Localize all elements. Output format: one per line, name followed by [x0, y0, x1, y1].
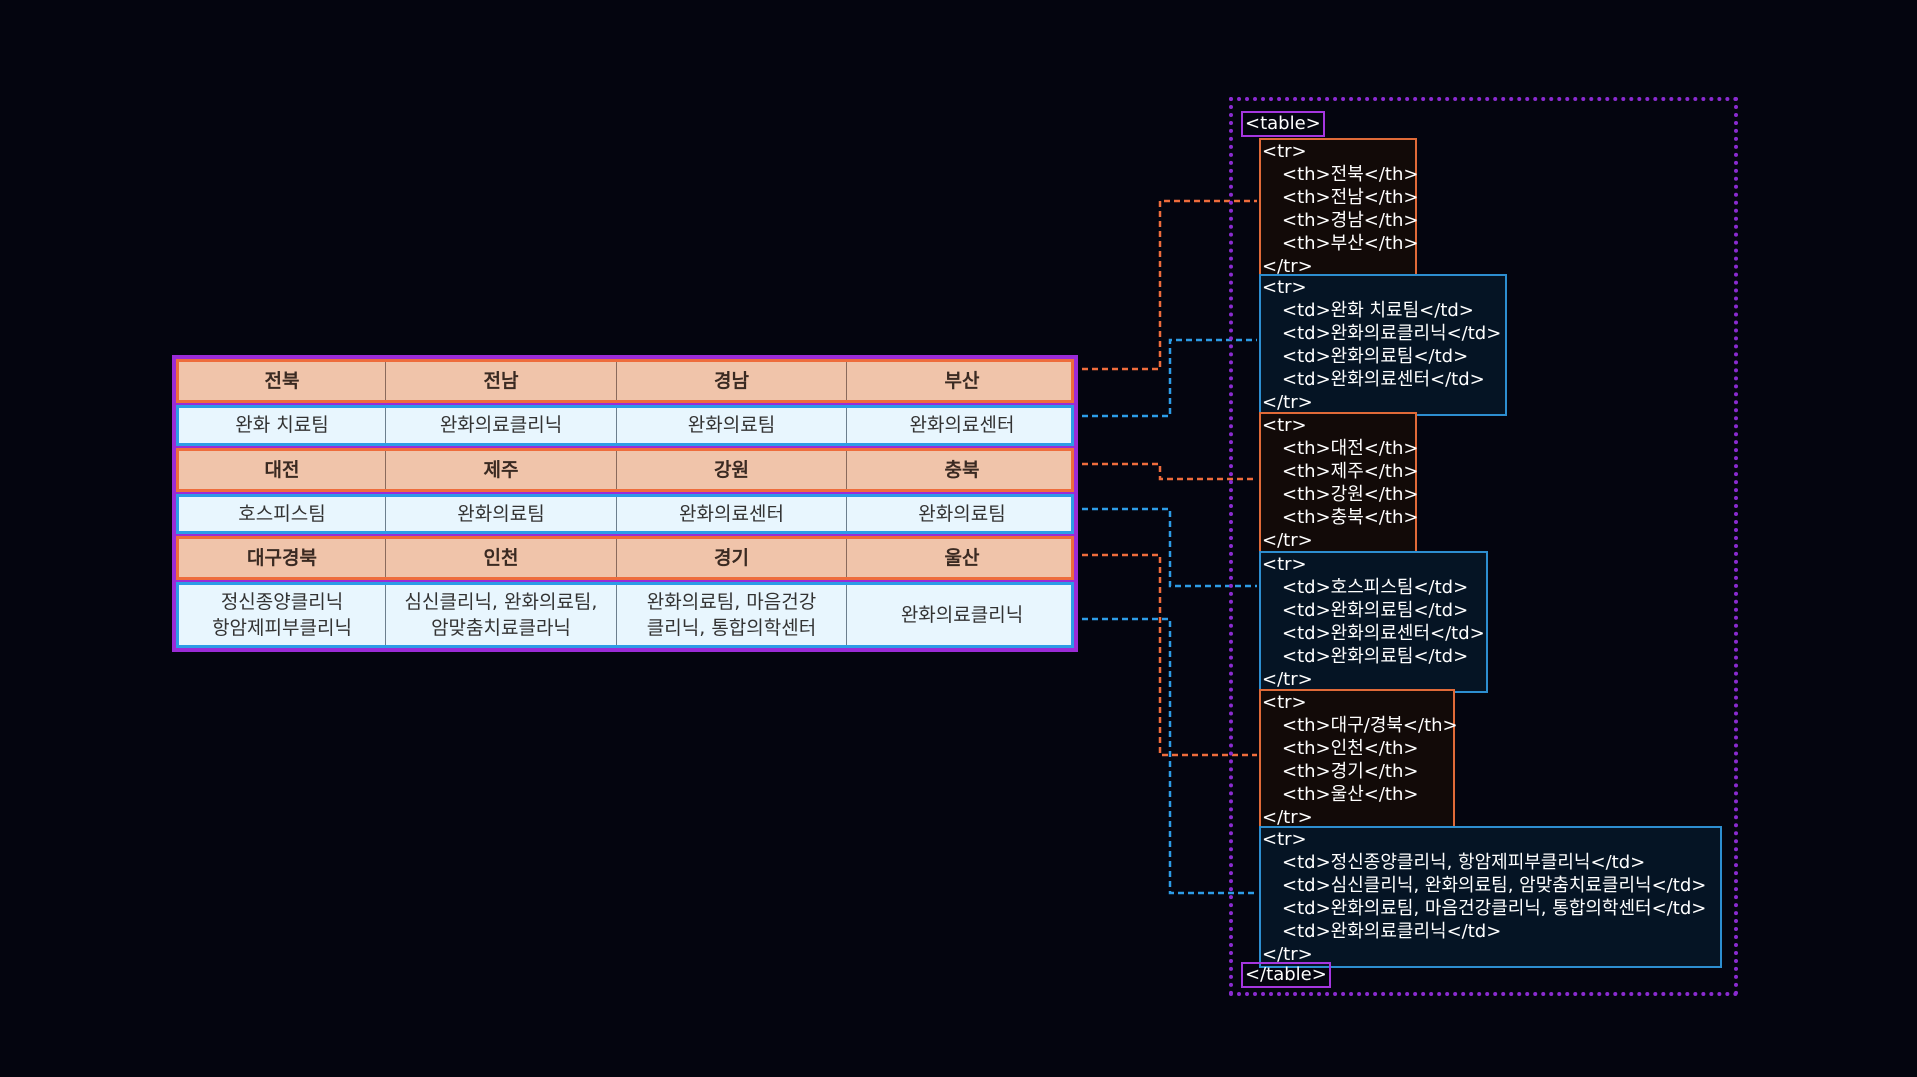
table-header-cell: 전남 [385, 362, 616, 400]
code-line: <td>호스피스팀</td> [1282, 577, 1469, 598]
code-line: <td>완화 치료팀</td> [1282, 300, 1474, 321]
code-line: <td>완화의료팀</td> [1282, 346, 1469, 367]
code-line: <th>경기</th> [1282, 761, 1419, 782]
code-line: <th>대전</th> [1282, 438, 1419, 459]
code-line: <td>완화의료팀, 마음건강클리닉, 통합의학센터</td> [1282, 898, 1707, 919]
table-data-cell: 완화의료클리닉 [385, 407, 616, 443]
code-line: <td>완화의료클리닉</td> [1282, 323, 1502, 344]
table-header-cell: 강원 [616, 450, 846, 489]
table-header-cell: 부산 [846, 362, 1077, 400]
table-header-cell: 경기 [616, 539, 846, 578]
table-data-cell: 호스피스팀 [238, 502, 326, 525]
code-line: </tr> [1262, 807, 1313, 828]
table-data-cell: 완화의료센터 [846, 407, 1077, 443]
table-open-tag: <table> [1241, 111, 1325, 137]
table-header-cell: 전북 [264, 369, 300, 392]
table-header-cell: 울산 [846, 539, 1077, 578]
code-line: </tr> [1262, 669, 1313, 690]
table-header-cell: 대구경북 [247, 547, 317, 570]
table-data-cell: 완화 치료팀 [235, 414, 329, 437]
code-line: <tr> [1262, 554, 1307, 575]
code-data-row-block: <tr><td>호스피스팀</td><td>완화의료팀</td><td>완화의료… [1259, 551, 1488, 693]
table-data-cell: 완화의료팀 [385, 496, 616, 532]
table-header-cell: 제주 [385, 450, 616, 489]
connector-line [1082, 507, 1257, 588]
table-data-cell: 완화의료팀, 마음건강 클리닉, 통합의학센터 [616, 585, 846, 645]
table-header-cell: 대전 [264, 458, 300, 481]
code-line: <tr> [1262, 829, 1307, 850]
connector-line [1082, 199, 1257, 371]
table-data-cell: 완화의료클리닉 [846, 585, 1077, 645]
html-code-panel [1229, 97, 1738, 996]
code-line: </tr> [1262, 392, 1313, 413]
table-data-cell: 정신종양클리닉 항암제피부클리닉 [212, 591, 352, 640]
code-line: <th>전북</th> [1282, 164, 1419, 185]
code-data-row-block: <tr><td>정신종양클리닉, 항암제피부클리닉</td><td>심신클리닉,… [1259, 826, 1722, 968]
code-line: <td>완화의료센터</td> [1282, 623, 1485, 644]
code-line: <td>완화의료센터</td> [1282, 369, 1485, 390]
table-close-tag: </table> [1241, 962, 1331, 988]
code-line: </tr> [1262, 256, 1313, 277]
table-header-cell: 충북 [846, 450, 1077, 489]
code-line: <th>전남</th> [1282, 187, 1419, 208]
code-line: <td>완화의료팀</td> [1282, 600, 1469, 621]
code-line: </tr> [1262, 944, 1313, 965]
table-data-cell: 심신클리닉, 완화의료팀, 암맞춤치료클라닉 [385, 585, 616, 645]
code-line: <th>부산</th> [1282, 233, 1419, 254]
code-line: <tr> [1262, 692, 1307, 713]
table-header-cell: 경남 [616, 362, 846, 400]
code-line: <th>인천</th> [1282, 738, 1419, 759]
table-data-cell: 완화의료센터 [616, 496, 846, 532]
code-line: <th>충북</th> [1282, 507, 1419, 528]
connector-line [1082, 462, 1257, 481]
code-line: <th>강원</th> [1282, 484, 1419, 505]
code-header-row-block: <tr><th>대전</th><th>제주</th><th>강원</th><th… [1259, 412, 1419, 554]
code-data-row-block: <tr><td>완화 치료팀</td><td>완화의료클리닉</td><td>완… [1259, 274, 1507, 416]
code-line: <tr> [1262, 277, 1307, 298]
connector-line [1082, 617, 1257, 895]
table-header-cell: 인천 [385, 539, 616, 578]
connector-line [1082, 338, 1257, 418]
code-header-row-block: <tr><th>전북</th><th>전남</th><th>경남</th><th… [1259, 138, 1419, 280]
code-line: <tr> [1262, 141, 1307, 162]
code-line: <tr> [1262, 415, 1307, 436]
code-line: <td>정신종양클리닉, 항암제피부클리닉</td> [1282, 852, 1646, 873]
code-line: <th>대구/경북</th> [1282, 715, 1458, 736]
code-line: <th>제주</th> [1282, 461, 1419, 482]
table-data-cell: 완화의료팀 [616, 407, 846, 443]
code-line: <td>완화의료팀</td> [1282, 646, 1469, 667]
code-line: </tr> [1262, 530, 1313, 551]
code-line: <th>울산</th> [1282, 784, 1419, 805]
code-line: <th>경남</th> [1282, 210, 1419, 231]
code-line: <td>심신클리닉, 완화의료팀, 암맞춤치료클리닉</td> [1282, 875, 1707, 896]
code-header-row-block: <tr><th>대구/경북</th><th>인천</th><th>경기</th>… [1259, 689, 1458, 831]
table-data-cell: 완화의료팀 [846, 496, 1077, 532]
code-line: <td>완화의료클리닉</td> [1282, 921, 1502, 942]
